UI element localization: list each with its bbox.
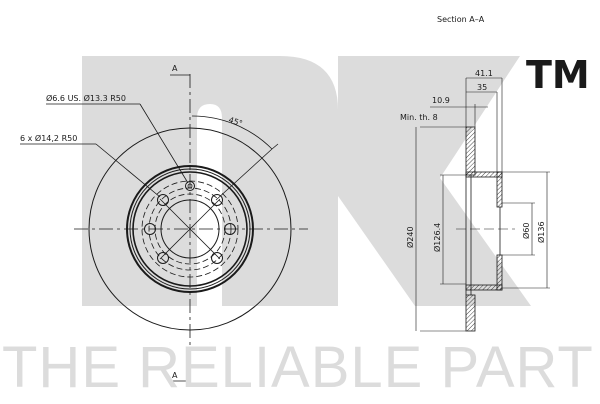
front-view: [20, 74, 308, 382]
angle-label: 45°: [227, 115, 243, 128]
section-view: [415, 77, 550, 332]
dim-hub-outer: Ø136: [536, 221, 546, 243]
callout-locating-hole: Ø6.6 US. Ø13.3 R50: [46, 93, 126, 103]
section-view-labels: Section A–A 41.1 35 10.9 Min. th. 8 Ø240…: [400, 15, 546, 252]
section-title: Section A–A: [437, 15, 485, 24]
dim-min-thickness: Min. th. 8: [400, 113, 438, 122]
dim-disc-thickness: 10.9: [432, 96, 450, 105]
dim-center-bore: Ø60: [521, 223, 531, 239]
dim-overall-height: 41.1: [475, 69, 493, 78]
nk-logo-watermark: TM: [82, 53, 590, 306]
section-marker-top: A: [172, 64, 178, 73]
dim-outer-diameter: Ø240: [405, 226, 415, 248]
dim-hub-height: 35: [477, 83, 487, 92]
brand-tagline: THE RELIABLE PART: [2, 335, 594, 400]
callout-bolt-holes: 6 x Ø14,2 R50: [20, 133, 77, 143]
section-marker-bottom: A: [172, 371, 178, 380]
trademark-mark: TM: [526, 53, 590, 97]
dim-hat-diameter: Ø126.4: [432, 223, 442, 252]
front-view-labels: A A 45° Ø6.6 US. Ø13.3 R50 6 x Ø14,2 R50: [20, 64, 244, 380]
